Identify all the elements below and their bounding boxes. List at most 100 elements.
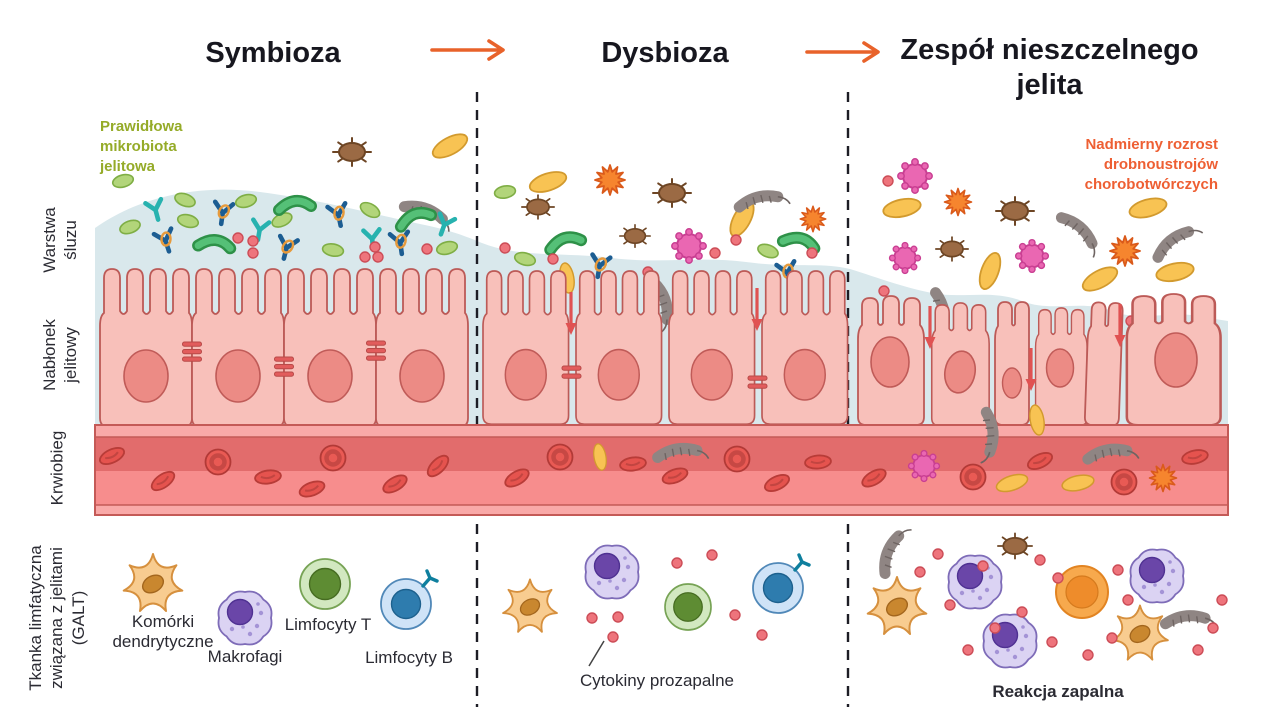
metabolite-dot-icon	[421, 243, 433, 255]
virus-icon	[907, 449, 941, 483]
cytokine-dot-icon	[1207, 622, 1219, 634]
brown-microbe-icon	[934, 236, 970, 262]
leaky-gut-galt	[866, 524, 1228, 669]
cytokine-dot-icon	[756, 629, 768, 641]
gray-bacterium-icon	[879, 524, 911, 576]
annotation-inflammation: Reakcja zapalna	[992, 682, 1124, 701]
cytokine-dot-icon	[1046, 636, 1058, 648]
damaged-epithelial-cell	[994, 301, 1030, 426]
cytokine-dot-icon	[729, 609, 741, 621]
activated-immune-cell-icon	[1055, 565, 1109, 619]
cytokine-dot-icon	[671, 557, 683, 569]
legend-t-lymphocytes: Limfocyty T	[284, 615, 372, 634]
cytokine-dot-icon	[962, 644, 974, 656]
layer-label-bloodstream: Krwiobieg	[47, 430, 67, 506]
dendritic-cell-icon	[866, 576, 928, 635]
dendritic-cell-icon	[1111, 604, 1169, 661]
cytokine-dot-icon	[1016, 606, 1028, 618]
cytokine-dot-icon	[1106, 632, 1118, 644]
macrophage-icon	[1129, 548, 1185, 604]
virus-star-icon	[594, 164, 626, 196]
legend-dendritic-cells: Komórki dendrytyczne	[112, 612, 214, 652]
red-blood-cell-icon	[206, 450, 231, 475]
cytokine-pointer-line	[588, 640, 605, 667]
stage-title-leaky-gut: Zespół nieszczelnego jelita	[900, 34, 1199, 102]
cell-nucleus	[870, 336, 910, 388]
t-lymphocyte-icon	[299, 558, 351, 610]
cell-nucleus	[1001, 367, 1023, 399]
layer-label-mucus: Warstwa śluzu	[39, 207, 80, 273]
yellow-bacterium-icon	[428, 128, 472, 164]
tight-junction-icon	[366, 340, 386, 361]
vessel-lumen	[96, 471, 1227, 505]
layer-label-epithelium: Nabłonek jelitowy	[39, 319, 80, 391]
brown-microbe-icon	[995, 196, 1035, 226]
red-blood-cell-icon	[961, 465, 986, 490]
virus-icon	[670, 227, 708, 265]
green-rod-bacterium-icon	[549, 235, 582, 250]
annotation-cytokines: Cytokiny prozapalne	[579, 671, 735, 690]
blood-vessel	[94, 403, 1229, 516]
virus-star-icon	[943, 187, 973, 217]
brown-microbe-icon	[652, 178, 692, 208]
cytokine-dot-icon	[586, 612, 598, 624]
cytokine-dot-icon	[878, 285, 890, 297]
cytokine-dot-icon	[730, 234, 742, 246]
annotation-healthy-microbiota: Prawidłowa mikrobiota jelitowa	[100, 118, 183, 175]
cytokine-dot-icon	[977, 560, 989, 572]
cytokine-dot-icon	[1082, 649, 1094, 661]
brown-microbe-icon	[997, 532, 1033, 560]
macrophage-icon	[584, 544, 640, 600]
virus-icon	[888, 241, 922, 275]
cytokine-dot-icon	[612, 611, 624, 623]
b-lymphocyte-icon	[751, 553, 811, 615]
yellow-bacterium-icon	[880, 194, 924, 222]
legend-macrophages: Makrofagi	[207, 647, 283, 666]
metabolite-dot-icon	[232, 232, 244, 244]
dendritic-cell-icon	[122, 553, 184, 612]
yellow-bacterium-icon	[1078, 261, 1122, 297]
green-bacterium-icon	[492, 183, 518, 201]
red-blood-cell-icon	[1112, 470, 1137, 495]
stage-title-dysbiosis: Dysbioza	[601, 37, 729, 69]
cytokine-dot-icon	[1112, 564, 1124, 576]
red-blood-cell-icon	[548, 445, 573, 470]
gray-bacterium-icon	[1055, 213, 1104, 257]
yellow-bacterium-icon	[1126, 193, 1170, 223]
dysbiosis-galt	[502, 544, 811, 667]
cytokine-dot-icon	[499, 242, 511, 254]
cytokine-dot-icon	[989, 622, 1001, 634]
cytokine-dot-icon	[709, 247, 721, 259]
virus-star-icon	[799, 205, 827, 233]
cytokine-dot-icon	[1034, 554, 1046, 566]
metabolite-dot-icon	[359, 251, 371, 263]
macrophage-icon	[947, 554, 1003, 610]
virus-icon	[1014, 238, 1050, 274]
tight-junction-icon	[274, 356, 294, 377]
yellow-bacterium-icon	[526, 167, 570, 197]
gray-bacterium-icon	[1154, 221, 1203, 265]
dendritic-cell-icon	[502, 578, 558, 633]
arrow-symbiosis-to-dysbiosis-icon	[430, 39, 505, 61]
yellow-bacterium-icon	[974, 249, 1006, 293]
annotation-pathogen-overgrowth: Nadmierny rozrost drobnoustrojów chorobo…	[1084, 136, 1218, 193]
tight-junction-icon	[182, 341, 202, 362]
yellow-bacterium-icon	[1153, 258, 1197, 286]
metabolite-dot-icon	[372, 251, 384, 263]
macrophage-icon	[982, 613, 1038, 669]
cytokine-dot-icon	[607, 631, 619, 643]
leaky-gut-epithelium	[857, 292, 1222, 428]
red-blood-cell-icon	[321, 446, 346, 471]
metabolite-dot-icon	[247, 247, 259, 259]
virus-icon	[896, 157, 934, 195]
brown-microbe-icon	[332, 137, 372, 167]
cytokine-dot-icon	[1052, 572, 1064, 584]
green-bacterium-icon	[755, 240, 781, 262]
cytokine-dot-icon	[1216, 594, 1228, 606]
legend-b-lymphocytes: Limfocyty B	[365, 648, 453, 667]
cytokine-dot-icon	[706, 549, 718, 561]
cell-nucleus	[1154, 332, 1198, 388]
arrow-dysbiosis-to-leaky-icon	[805, 41, 880, 63]
